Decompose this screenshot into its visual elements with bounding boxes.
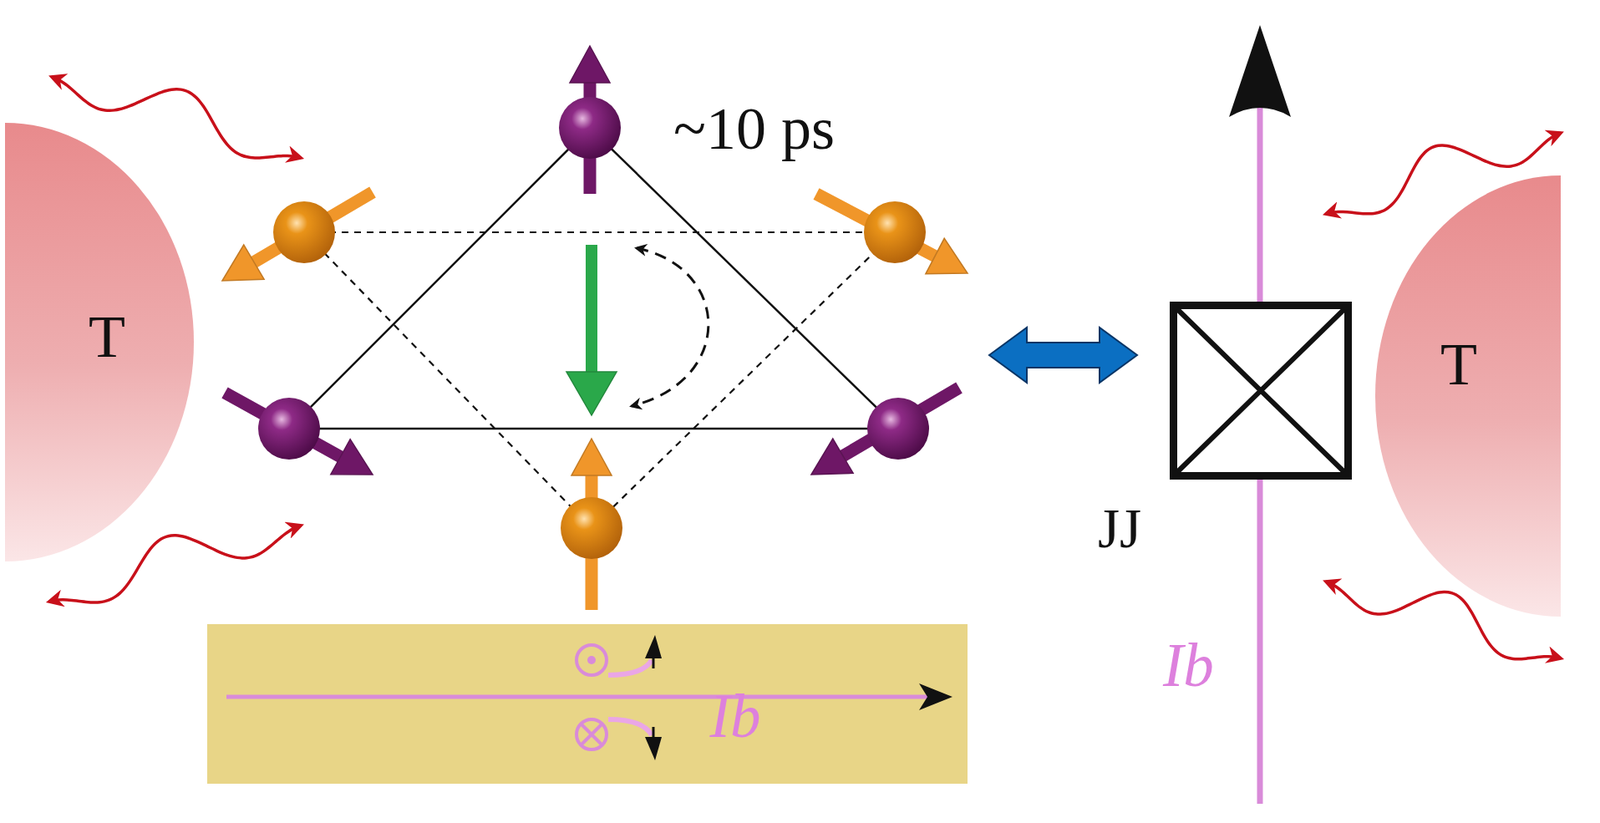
spin-ball	[863, 201, 926, 264]
bath-dome	[1375, 175, 1561, 617]
field-out-dot	[587, 655, 596, 665]
current-line	[226, 695, 936, 700]
bias-current-wire	[226, 634, 953, 761]
torque-stem-up	[652, 658, 656, 669]
wavy-arrow	[1325, 132, 1561, 214]
temperature-label: T	[1440, 334, 1478, 395]
spin	[560, 438, 623, 610]
lattice-triangles	[289, 127, 899, 529]
torque-head-down	[645, 736, 662, 761]
thermal-wavy-arrows	[49, 76, 1561, 660]
net-moment	[566, 244, 617, 416]
net-moment-arrow-head	[566, 371, 617, 416]
spin-arrow-shaft	[253, 192, 373, 263]
field-in-cross	[581, 724, 602, 745]
torque-stem-down	[652, 726, 656, 737]
spin	[811, 387, 960, 475]
junction-cross	[1177, 309, 1345, 473]
spin-arrow-shaft	[584, 82, 597, 194]
heavy-metal-strip: Ib	[207, 624, 968, 784]
wavy-arrow	[1325, 581, 1561, 660]
torque-arc	[608, 660, 652, 676]
spin-ball	[560, 497, 623, 559]
current-label: Ib	[710, 685, 762, 747]
timescale-label: ~10 ps	[673, 98, 835, 159]
spin-arrow-head	[571, 438, 612, 476]
spin	[816, 193, 968, 275]
spin-arrow-shaft	[224, 392, 341, 458]
bath-dome	[5, 122, 194, 562]
heat-bath: T	[1375, 175, 1561, 617]
wire-segment	[1257, 100, 1264, 302]
field-in-symbol	[576, 719, 607, 750]
heat-bath: T	[5, 122, 194, 562]
temperature-label: T	[88, 306, 126, 367]
spin-arrow-shaft	[843, 387, 960, 457]
solid-triangle	[289, 127, 899, 429]
precession-arrow	[631, 248, 709, 407]
field-out-symbol	[576, 645, 607, 676]
shape-outline	[207, 624, 968, 784]
spin-arrows	[222, 45, 968, 610]
spin-ball	[273, 201, 336, 264]
spin	[224, 392, 373, 475]
spin-arrow-head	[569, 45, 610, 83]
spin-ball	[558, 96, 621, 159]
shape-outline	[1375, 175, 1561, 617]
wire-segment	[1257, 479, 1264, 804]
spin-ball	[867, 397, 930, 460]
bias-current-label: Ib	[1163, 634, 1214, 696]
spin-arrow-shaft	[816, 193, 935, 257]
coupling-double-arrow	[989, 327, 1138, 383]
junction-label: JJ	[1097, 500, 1142, 557]
spin	[558, 45, 621, 194]
junction-symbol	[1177, 309, 1345, 473]
jj-bias-wire	[1229, 25, 1291, 804]
current-arrowhead	[1229, 25, 1291, 117]
torque-arc	[608, 719, 652, 736]
spin-arrow-head	[925, 238, 968, 275]
spin-arrow-head	[811, 438, 854, 475]
spin-arrow-head	[222, 244, 265, 281]
wavy-arrow	[51, 76, 301, 158]
dashed-triangle	[304, 232, 895, 529]
spin-ball	[258, 397, 320, 460]
spin-arrow-head	[330, 439, 373, 475]
josephson-junction: JJ	[1169, 301, 1352, 480]
torque-head-up	[645, 634, 662, 659]
current-arrowhead	[919, 683, 953, 711]
net-moment-arrow-shaft	[585, 244, 598, 372]
wavy-arrow	[49, 525, 301, 603]
spin	[222, 192, 373, 281]
spin-arrow-shaft	[585, 475, 599, 610]
